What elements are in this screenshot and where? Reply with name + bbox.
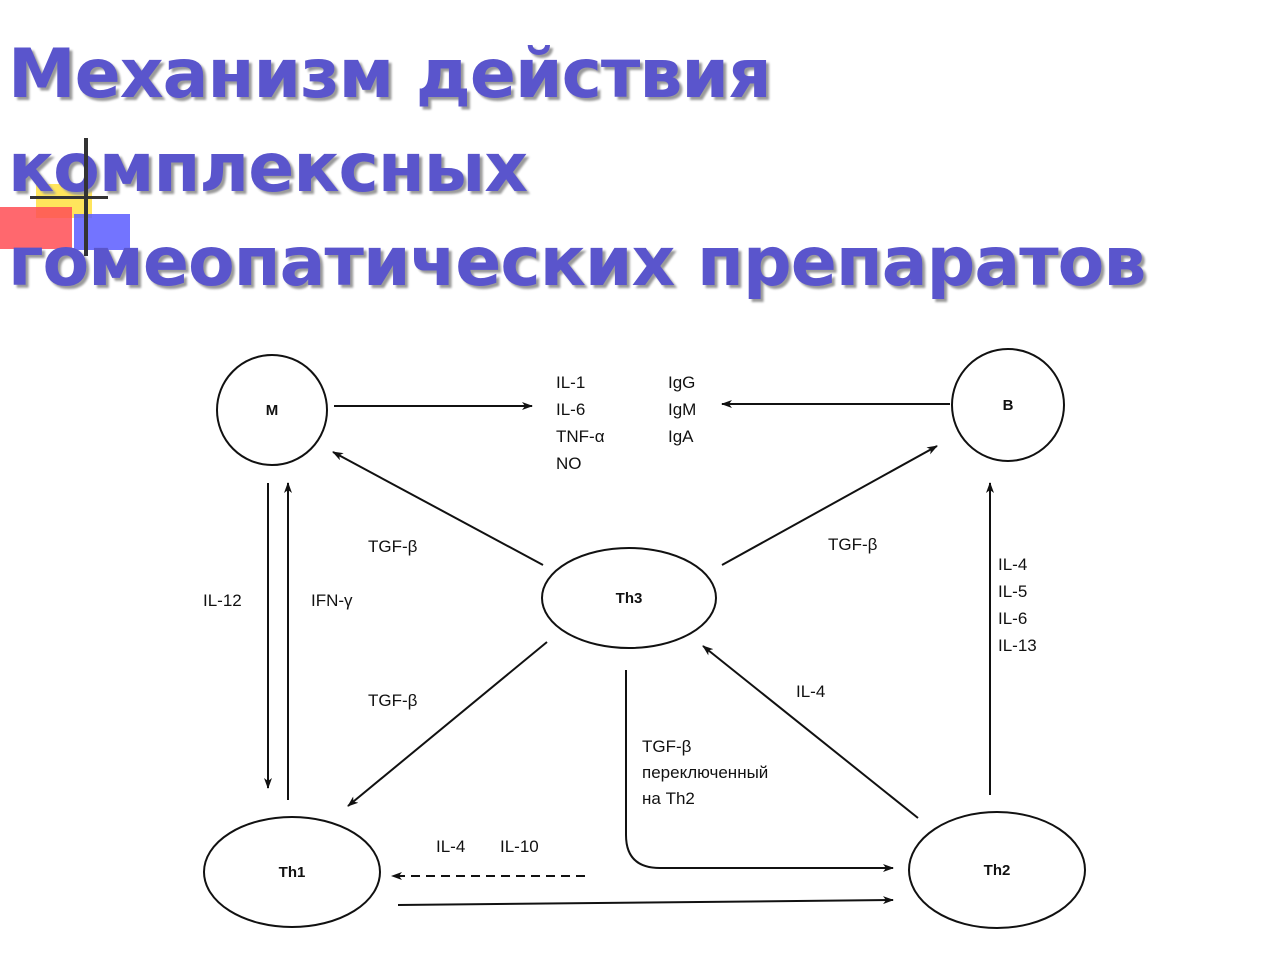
label-il13-b: IL-13 bbox=[998, 636, 1037, 655]
node-th3: Th3 bbox=[541, 547, 717, 649]
node-th3-label: Th3 bbox=[616, 590, 643, 607]
label-il4-th2-th3: IL-4 bbox=[796, 682, 825, 701]
accent-square-blue bbox=[74, 214, 130, 250]
arrow-th2-to-th3 bbox=[702, 645, 919, 819]
node-th2: Th2 bbox=[908, 811, 1086, 929]
arrow-th3-to-b bbox=[721, 445, 938, 566]
label-il1: IL-1 bbox=[556, 373, 585, 392]
label-il12: IL-12 bbox=[203, 591, 242, 610]
label-ifn: IFN-γ bbox=[311, 591, 353, 610]
arrow-th3-to-th1 bbox=[347, 641, 548, 807]
label-switch-tgf: TGF-β bbox=[642, 737, 692, 756]
node-th2-ellipse bbox=[908, 811, 1086, 929]
node-th3-ellipse bbox=[541, 547, 717, 649]
arrow-th1-to-th2 bbox=[397, 896, 894, 906]
arrow-th3-to-m bbox=[332, 451, 544, 566]
th2-b-labels: IL-4 IL-5 IL-6 IL-13 bbox=[998, 555, 1037, 655]
label-switch-target: на Th2 bbox=[642, 789, 695, 808]
node-b-label: B bbox=[1003, 397, 1014, 414]
label-il10-th1: IL-10 bbox=[500, 837, 539, 856]
label-il6: IL-6 bbox=[556, 400, 585, 419]
b-secretion-labels: IgG IgM IgA bbox=[668, 373, 696, 446]
switch-labels: TGF-β переключенный на Th2 bbox=[642, 737, 768, 808]
node-m: M bbox=[216, 354, 328, 466]
label-tgf-th3-b: TGF-β bbox=[828, 535, 878, 554]
slide-title-line-1: Механизм действия bbox=[8, 35, 772, 114]
label-tgf-th3-m: TGF-β bbox=[368, 537, 418, 556]
arrow-th3-switch-to-th2 bbox=[625, 670, 894, 872]
node-m-circle bbox=[216, 354, 328, 466]
node-th1-label: Th1 bbox=[279, 864, 306, 881]
node-b: B bbox=[951, 348, 1065, 462]
label-il4-th1: IL-4 bbox=[436, 837, 465, 856]
node-th1-ellipse bbox=[203, 816, 381, 928]
label-switch-text: переключенный bbox=[642, 763, 768, 782]
label-no: NO bbox=[556, 454, 582, 473]
label-igm: IgM bbox=[668, 400, 696, 419]
slide-title-line-2: комплексных bbox=[8, 129, 528, 208]
accent-horizontal-line bbox=[30, 196, 108, 199]
m-secretion-labels: IL-1 IL-6 TNF-α NO bbox=[556, 373, 605, 473]
label-il4-b: IL-4 bbox=[998, 555, 1027, 574]
label-tgf-th3-th1: TGF-β bbox=[368, 691, 418, 710]
label-iga: IgA bbox=[668, 427, 694, 446]
node-th1: Th1 bbox=[203, 816, 381, 928]
node-m-label: M bbox=[266, 402, 279, 419]
label-igg: IgG bbox=[668, 373, 695, 392]
label-il5-b: IL-5 bbox=[998, 582, 1027, 601]
node-b-circle bbox=[951, 348, 1065, 462]
label-il6-b: IL-6 bbox=[998, 609, 1027, 628]
node-th2-label: Th2 bbox=[984, 862, 1011, 879]
label-tnf: TNF-α bbox=[556, 427, 605, 446]
accent-square-red bbox=[0, 207, 72, 249]
slide-title: Механизм действия комплексных гомеопатич… bbox=[8, 28, 1146, 310]
slide-title-line-3: гомеопатических препаратов bbox=[8, 223, 1146, 302]
